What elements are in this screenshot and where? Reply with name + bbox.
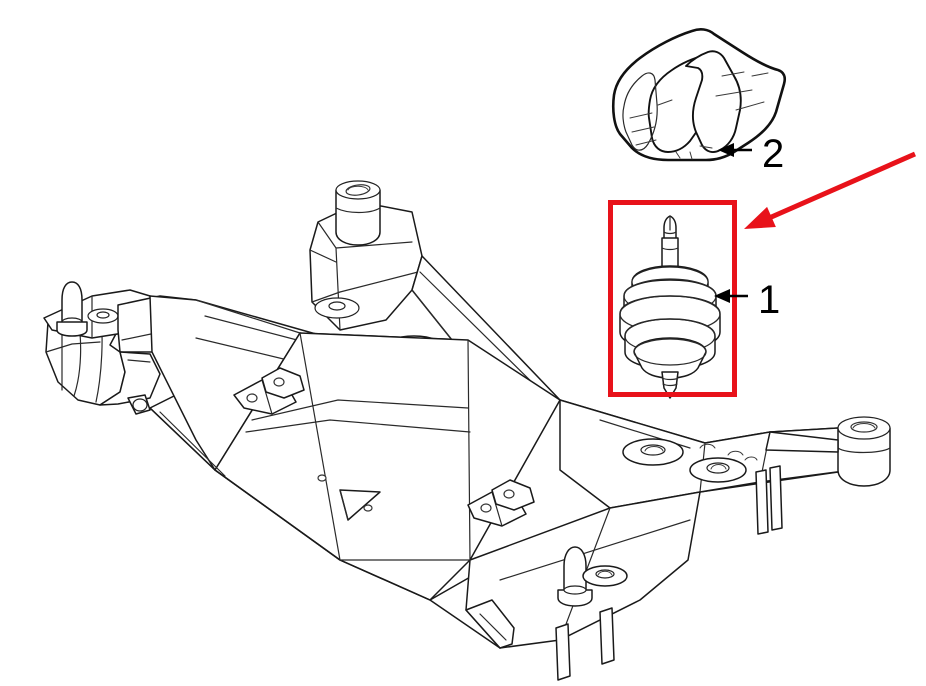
- bottom-right-stud-block: [465, 491, 701, 681]
- callout-1-label: 1: [758, 278, 780, 322]
- callout-2-label: 2: [762, 132, 784, 176]
- right-bushing-collar: [765, 416, 891, 487]
- lower-rail-triangles: [317, 474, 381, 521]
- highlight-arrow: [744, 151, 917, 229]
- rail-gusset-pair-right: [467, 479, 535, 527]
- part-1-engine-mount: [619, 215, 721, 399]
- highlight-arrow-head: [744, 206, 776, 229]
- callout-2-arrowhead: [718, 143, 734, 157]
- callout-1-group: 1: [714, 278, 780, 322]
- right-deck-bosses: [622, 438, 758, 483]
- front-subframe-crossmember: [43, 180, 891, 681]
- highlight-box: [608, 200, 737, 397]
- right-deck-ribs: [755, 465, 783, 535]
- callout-1-arrowhead: [714, 289, 730, 303]
- callout-2-group: 2: [718, 132, 784, 176]
- rail-gusset-pair-left: [233, 367, 305, 415]
- part-2-engine-mount-bracket: [611, 28, 787, 162]
